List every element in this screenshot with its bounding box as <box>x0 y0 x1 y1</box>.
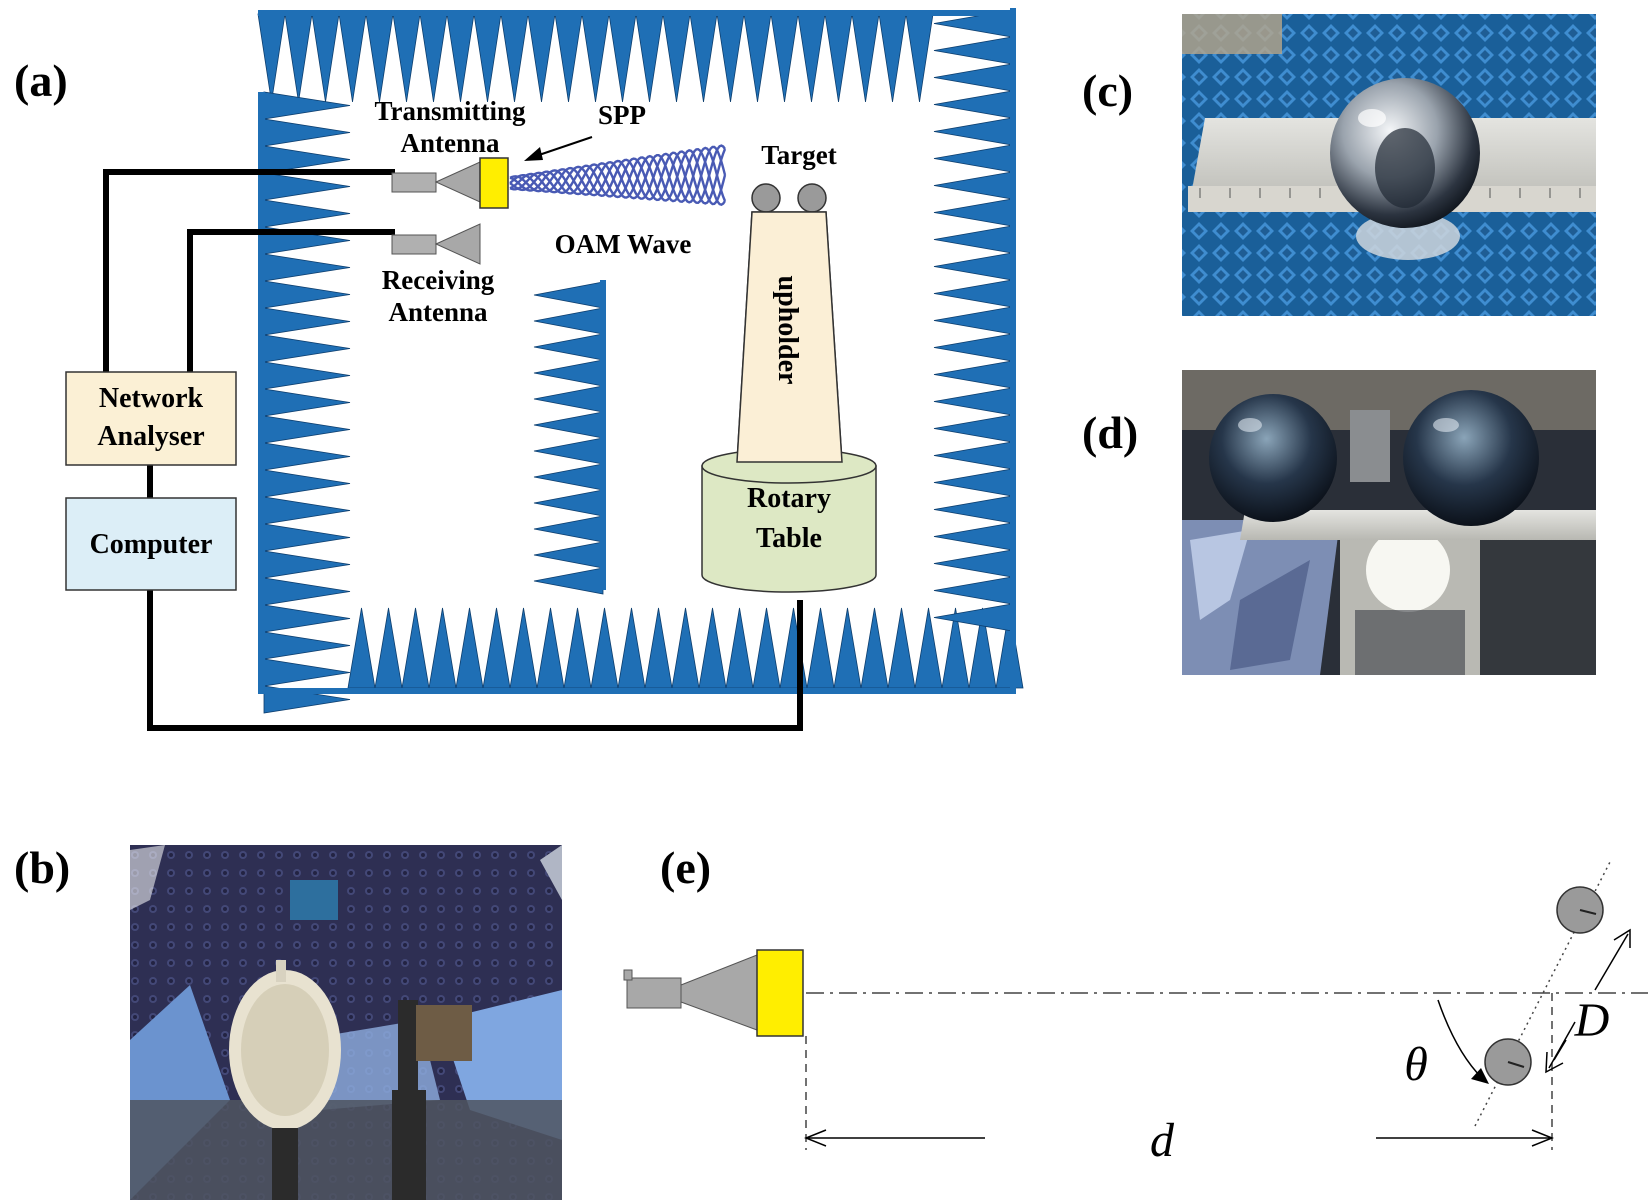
theta-arc <box>1437 999 1483 1079</box>
network-analyser-label-2: Analyser <box>97 421 204 452</box>
absorber-walls <box>257 8 1024 714</box>
panel-c-label: (c) <box>1082 65 1133 116</box>
separation-D-label: D <box>1574 994 1610 1047</box>
absorber-backing <box>1010 8 1016 694</box>
transmitting-antenna <box>391 157 509 209</box>
oam-wave-strand <box>509 147 726 207</box>
absorber-backing <box>258 92 265 692</box>
panel-a: (a) Network Analyser Computer <box>14 8 1024 731</box>
spp-label: SPP <box>598 100 646 130</box>
target-sphere-right <box>797 183 827 213</box>
spp-plate <box>479 157 509 209</box>
panel-e-label: (e) <box>660 842 711 893</box>
receiving-antenna <box>391 223 481 265</box>
oam-wave-strand <box>509 149 727 206</box>
panel-d-label: (d) <box>1082 407 1138 458</box>
receiving-label-1: Receiving <box>382 265 495 295</box>
target-sphere-left <box>751 183 781 213</box>
oam-wave-strand <box>509 146 727 203</box>
panel-b: (b) <box>14 842 562 1200</box>
oam-wave <box>509 144 727 207</box>
antenna-with-spp <box>623 949 804 1037</box>
transmitting-label-2: Antenna <box>400 128 500 158</box>
upholder-label-top: upholder <box>772 276 803 385</box>
spp-arrow <box>535 136 593 157</box>
network-analyser-box <box>65 371 237 466</box>
distance-d-dimension <box>803 1129 1555 1147</box>
panel-b-label: (b) <box>14 842 70 893</box>
network-analyser-label-1: Network <box>99 383 204 414</box>
photo-single-sphere <box>1182 14 1596 316</box>
spp-plate-e <box>756 949 804 1037</box>
absorber-backing <box>258 688 1014 694</box>
panel-d: (d) <box>1082 370 1596 675</box>
rotary-label-1: Rotary <box>747 483 831 514</box>
cables <box>103 169 803 731</box>
absorber-backing <box>258 10 1014 16</box>
rotary-table <box>701 211 877 593</box>
angle-theta-label: θ <box>1404 1038 1428 1091</box>
panel-a-label: (a) <box>14 55 68 106</box>
absorber-backing <box>600 280 606 590</box>
distance-d-label: d <box>1150 1114 1175 1167</box>
photo-measurement-chamber <box>130 845 562 1200</box>
rotary-label-2: Table <box>756 523 822 554</box>
oam-wave-label: OAM Wave <box>555 229 692 259</box>
anechoic-chamber <box>258 14 1016 688</box>
receiving-label-2: Antenna <box>388 297 488 327</box>
oam-wave-strand <box>509 145 727 204</box>
panel-c: (c) <box>1082 14 1596 316</box>
panel-e: (e) d <box>623 842 1648 1167</box>
transmitting-label-1: Transmitting <box>374 96 526 126</box>
computer-label: Computer <box>90 529 213 560</box>
target-label: Target <box>761 140 837 170</box>
separation-D-dimension <box>1545 928 1631 1074</box>
photo-two-spheres <box>1182 370 1596 675</box>
computer-box <box>65 497 237 591</box>
